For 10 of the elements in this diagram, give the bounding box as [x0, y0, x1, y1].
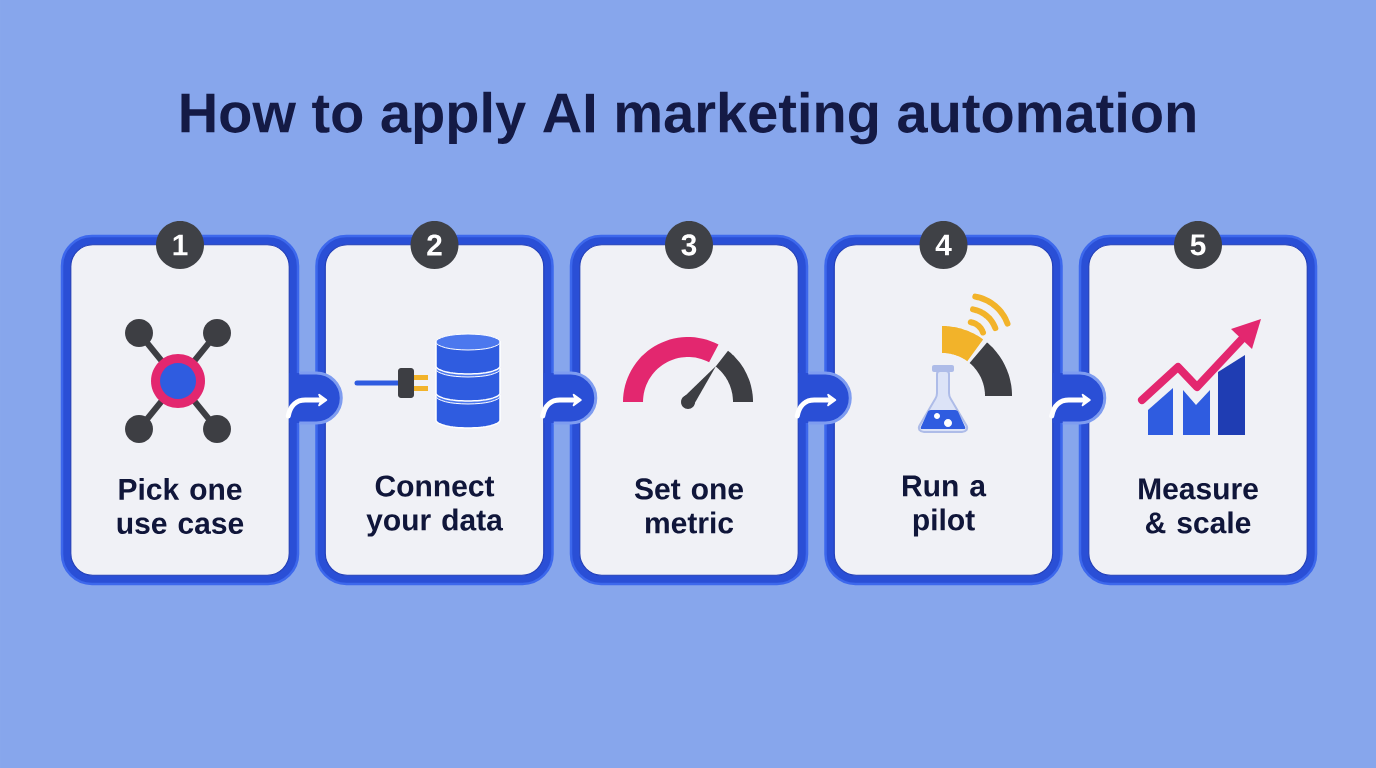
- number-badge: 5: [1174, 221, 1222, 269]
- arrow: [1049, 393, 1091, 419]
- number-badge: 1: [156, 221, 204, 269]
- number-badge: 4: [919, 221, 968, 269]
- number-badge: 2: [410, 221, 459, 269]
- number-badge: 3: [665, 221, 713, 269]
- arrow: [285, 393, 328, 419]
- arrow: [794, 393, 837, 419]
- title: How to apply AI marketing automation: [181, 91, 1195, 145]
- arrow: [540, 393, 582, 419]
